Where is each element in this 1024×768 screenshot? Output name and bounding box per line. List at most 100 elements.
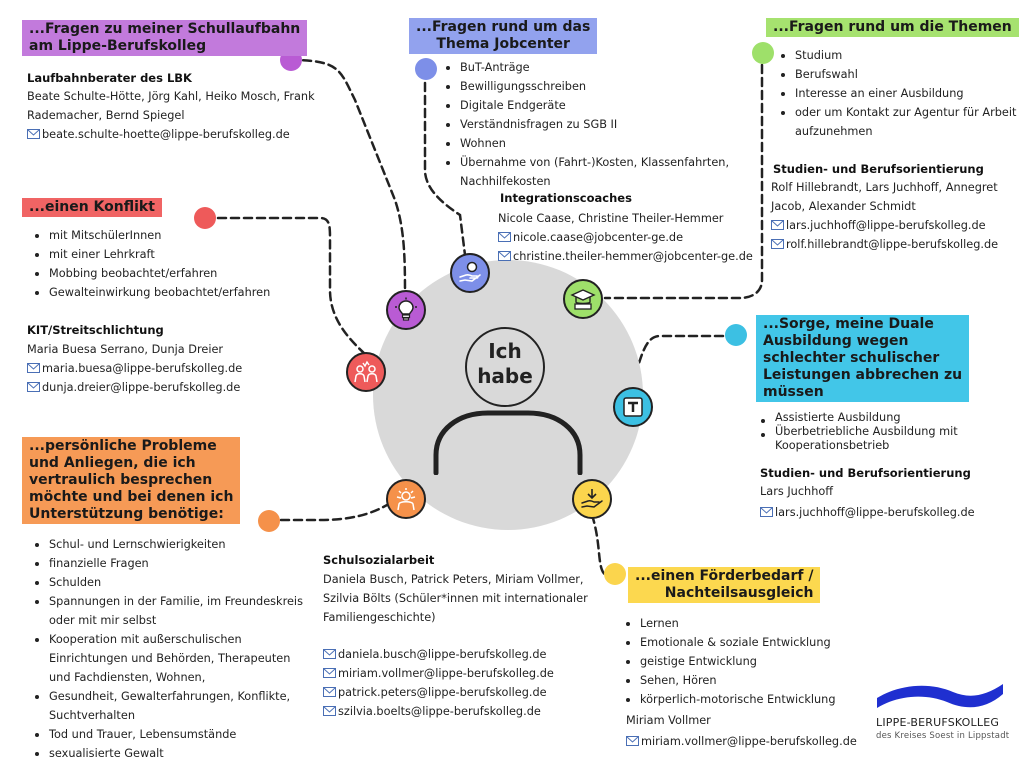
email-link[interactable]: rolf.hillebrandt@lippe-berufskolleg.de [771, 235, 998, 254]
list-item: Berufswahl [775, 65, 1016, 84]
email-link[interactable]: maria.buesa@lippe-berufskolleg.de [27, 359, 242, 378]
schulsozial-emails: daniela.busch@lippe-berufskolleg.de miri… [323, 645, 554, 721]
stressed-person-icon [396, 488, 416, 511]
mail-icon [27, 129, 40, 139]
list-item: körperlich-motorische Entwicklung [620, 690, 836, 709]
center-text: Ich habe [477, 339, 533, 388]
email-link[interactable]: patrick.peters@lippe-berufskolleg.de [323, 683, 554, 702]
themen-emails: lars.juchhoff@lippe-berufskolleg.de rolf… [771, 216, 998, 254]
list-item: Emotionale & soziale Entwicklung [620, 633, 836, 652]
hand-coin-node[interactable] [450, 253, 490, 293]
jobcenter-title: Integrationscoaches [500, 191, 632, 205]
list-item: Übernahme von (Fahrt-)Kosten, Klassenfah… [440, 153, 729, 191]
list-item: Digitale Endgeräte [440, 96, 729, 115]
list-item: Interesse an einer Ausbildung [775, 84, 1016, 103]
email-link[interactable]: szilvia.boelts@lippe-berufskolleg.de [323, 702, 554, 721]
list-item: Gesundheit, Gewalterfahrungen, Konflikte… [29, 687, 303, 725]
list-item: Assistierte Ausbildung [755, 411, 958, 425]
foerder-heading: ...einen Förderbedarf / Nachteilsausglei… [628, 567, 821, 603]
lightbulb-icon [395, 297, 417, 321]
schullaufbahn-emails: beate.schulte-hoette@lippe-berufskolleg.… [27, 125, 290, 144]
schulsozial-title: Schulsozialarbeit [323, 553, 435, 567]
list-item: Mobbing beobachtet/erfahren [29, 264, 270, 283]
logo-name: LIPPE-BERUFSKOLLEG [876, 716, 1000, 729]
email-link[interactable]: nicole.caase@jobcenter-ge.de [498, 228, 753, 247]
book-icon [623, 397, 643, 417]
schulsozial-names: Daniela Busch, Patrick Peters, Miriam Vo… [323, 573, 588, 624]
connector-dot-blue [415, 58, 437, 80]
foerder-list: Lernen Emotionale & soziale Entwicklung … [620, 614, 836, 709]
mail-icon [323, 687, 336, 697]
duale-names: Lars Juchhoff [760, 485, 834, 498]
hand-arrow-icon [581, 489, 603, 508]
email-link[interactable]: dunja.dreier@lippe-berufskolleg.de [27, 378, 242, 397]
probleme-list: Schul- und Lernschwierigkeiten finanziel… [29, 535, 303, 763]
schullaufbahn-heading: ...Fragen zu meiner Schullaufbahn am Lip… [22, 20, 308, 56]
konflikt-heading: ...einen Konflikt [22, 198, 162, 217]
connector-dot-cyan [725, 324, 747, 346]
themen-heading: ...Fragen rund um die Themen [766, 18, 1019, 37]
email-link[interactable]: daniela.busch@lippe-berufskolleg.de [323, 645, 554, 664]
jobcenter-emails: nicole.caase@jobcenter-ge.de christine.t… [498, 228, 753, 266]
email-link[interactable]: miriam.vollmer@lippe-berufskolleg.de [626, 732, 857, 751]
duale-list: Assistierte Ausbildung Überbetriebliche … [755, 411, 958, 453]
hand-coin-icon [459, 261, 481, 282]
graduation-cap-icon [570, 289, 596, 310]
mail-icon [498, 232, 511, 242]
list-item: Wohnen [440, 134, 729, 153]
konflikt-names: Maria Buesa Serrano, Dunja Dreier [27, 343, 224, 356]
mail-icon [771, 220, 784, 230]
person-shoulders-icon [433, 410, 583, 475]
email-link[interactable]: miriam.vollmer@lippe-berufskolleg.de [323, 664, 554, 683]
schullaufbahn-names: Beate Schulte-Hötte, Jörg Kahl, Heiko Mo… [27, 90, 315, 122]
foerder-names: Miriam Vollmer [626, 714, 711, 727]
list-item: Bewilligungsschreiben [440, 77, 729, 96]
hand-arrow-node[interactable] [572, 479, 612, 519]
stressed-person-node[interactable] [386, 479, 426, 519]
conflict-node[interactable] [346, 352, 386, 392]
list-item: sexualisierte Gewalt [29, 744, 303, 763]
list-item: geistige Entwicklung [620, 652, 836, 671]
graduation-cap-node[interactable] [563, 279, 603, 319]
list-item: Studium [775, 46, 1016, 65]
email-link[interactable]: christine.theiler-hemmer@jobcenter-ge.de [498, 247, 753, 266]
themen-list: Studium Berufswahl Interesse an einer Au… [775, 46, 1016, 141]
mail-icon [323, 649, 336, 659]
mail-icon [27, 382, 40, 392]
duale-heading: ...Sorge, meine Duale Ausbildung wegen s… [756, 315, 970, 402]
email-link[interactable]: beate.schulte-hoette@lippe-berufskolleg.… [27, 125, 290, 144]
mail-icon [626, 736, 639, 746]
themen-title: Studien- und Berufsorientierung [773, 162, 984, 176]
mail-icon [323, 668, 336, 678]
konflikt-list: mit MitschülerInnen mit einer Lehrkraft … [29, 226, 270, 302]
konflikt-emails: maria.buesa@lippe-berufskolleg.de dunja.… [27, 359, 242, 397]
book-node[interactable] [613, 387, 653, 427]
logo-sub: des Kreises Soest in Lippstadt [876, 731, 1010, 741]
duale-emails: lars.juchhoff@lippe-berufskolleg.de [760, 503, 975, 522]
jobcenter-heading: ...Fragen rund um das Thema Jobcenter [409, 18, 598, 54]
list-item: mit MitschülerInnen [29, 226, 270, 245]
lightbulb-node[interactable] [386, 290, 426, 330]
konflikt-title: KIT/Streitschlichtung [27, 323, 164, 337]
jobcenter-names: Nicole Caase, Christine Theiler-Hemmer [498, 212, 724, 225]
themen-names: Rolf Hillebrandt, Lars Juchhoff, Annegre… [771, 181, 998, 213]
list-item: Schulden [29, 573, 303, 592]
list-item: Schul- und Lernschwierigkeiten [29, 535, 303, 554]
schullaufbahn-title: Laufbahnberater des LBK [27, 71, 192, 85]
list-item: Sehen, Hören [620, 671, 836, 690]
mail-icon [498, 251, 511, 261]
list-item: mit einer Lehrkraft [29, 245, 270, 264]
list-item: Verständnisfragen zu SGB II [440, 115, 729, 134]
mail-icon [760, 507, 773, 517]
logo-wave-icon [877, 684, 1003, 708]
email-link[interactable]: lars.juchhoff@lippe-berufskolleg.de [760, 503, 975, 522]
mail-icon [27, 363, 40, 373]
list-item: Gewalteinwirkung beobachtet/erfahren [29, 283, 270, 302]
email-link[interactable]: lars.juchhoff@lippe-berufskolleg.de [771, 216, 998, 235]
list-item: Tod und Trauer, Lebensumstände [29, 725, 303, 744]
probleme-heading: ...persönliche Probleme und Anliegen, di… [22, 437, 241, 524]
list-item: BuT-Anträge [440, 58, 729, 77]
connector-dot-orange [258, 510, 280, 532]
conflict-people-icon [354, 360, 378, 383]
list-item: Spannungen in der Familie, im Freundeskr… [29, 592, 303, 630]
